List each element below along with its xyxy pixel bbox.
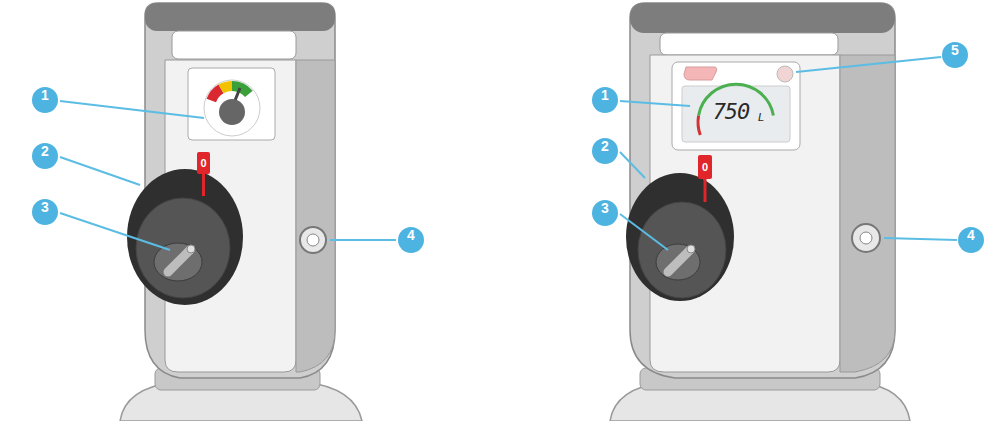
callout-number: 2 <box>592 138 618 164</box>
leader-lines <box>620 57 957 250</box>
callout-number: 3 <box>592 200 618 226</box>
valve-position-mark: 0 <box>200 157 206 169</box>
analog-cylinder <box>120 3 362 421</box>
callout-number: 3 <box>32 199 58 225</box>
callout-number: 4 <box>398 227 424 253</box>
callout-number: 1 <box>32 87 58 113</box>
callout-number: 1 <box>592 87 618 113</box>
leader-lines <box>60 101 396 250</box>
display-unit: L <box>758 112 764 124</box>
callout-number: 2 <box>32 143 58 169</box>
callout-number: 4 <box>958 227 984 253</box>
callout-number: 5 <box>942 42 968 68</box>
valve-position-mark: 0 <box>702 161 708 173</box>
display-reading: 750 <box>713 100 750 124</box>
